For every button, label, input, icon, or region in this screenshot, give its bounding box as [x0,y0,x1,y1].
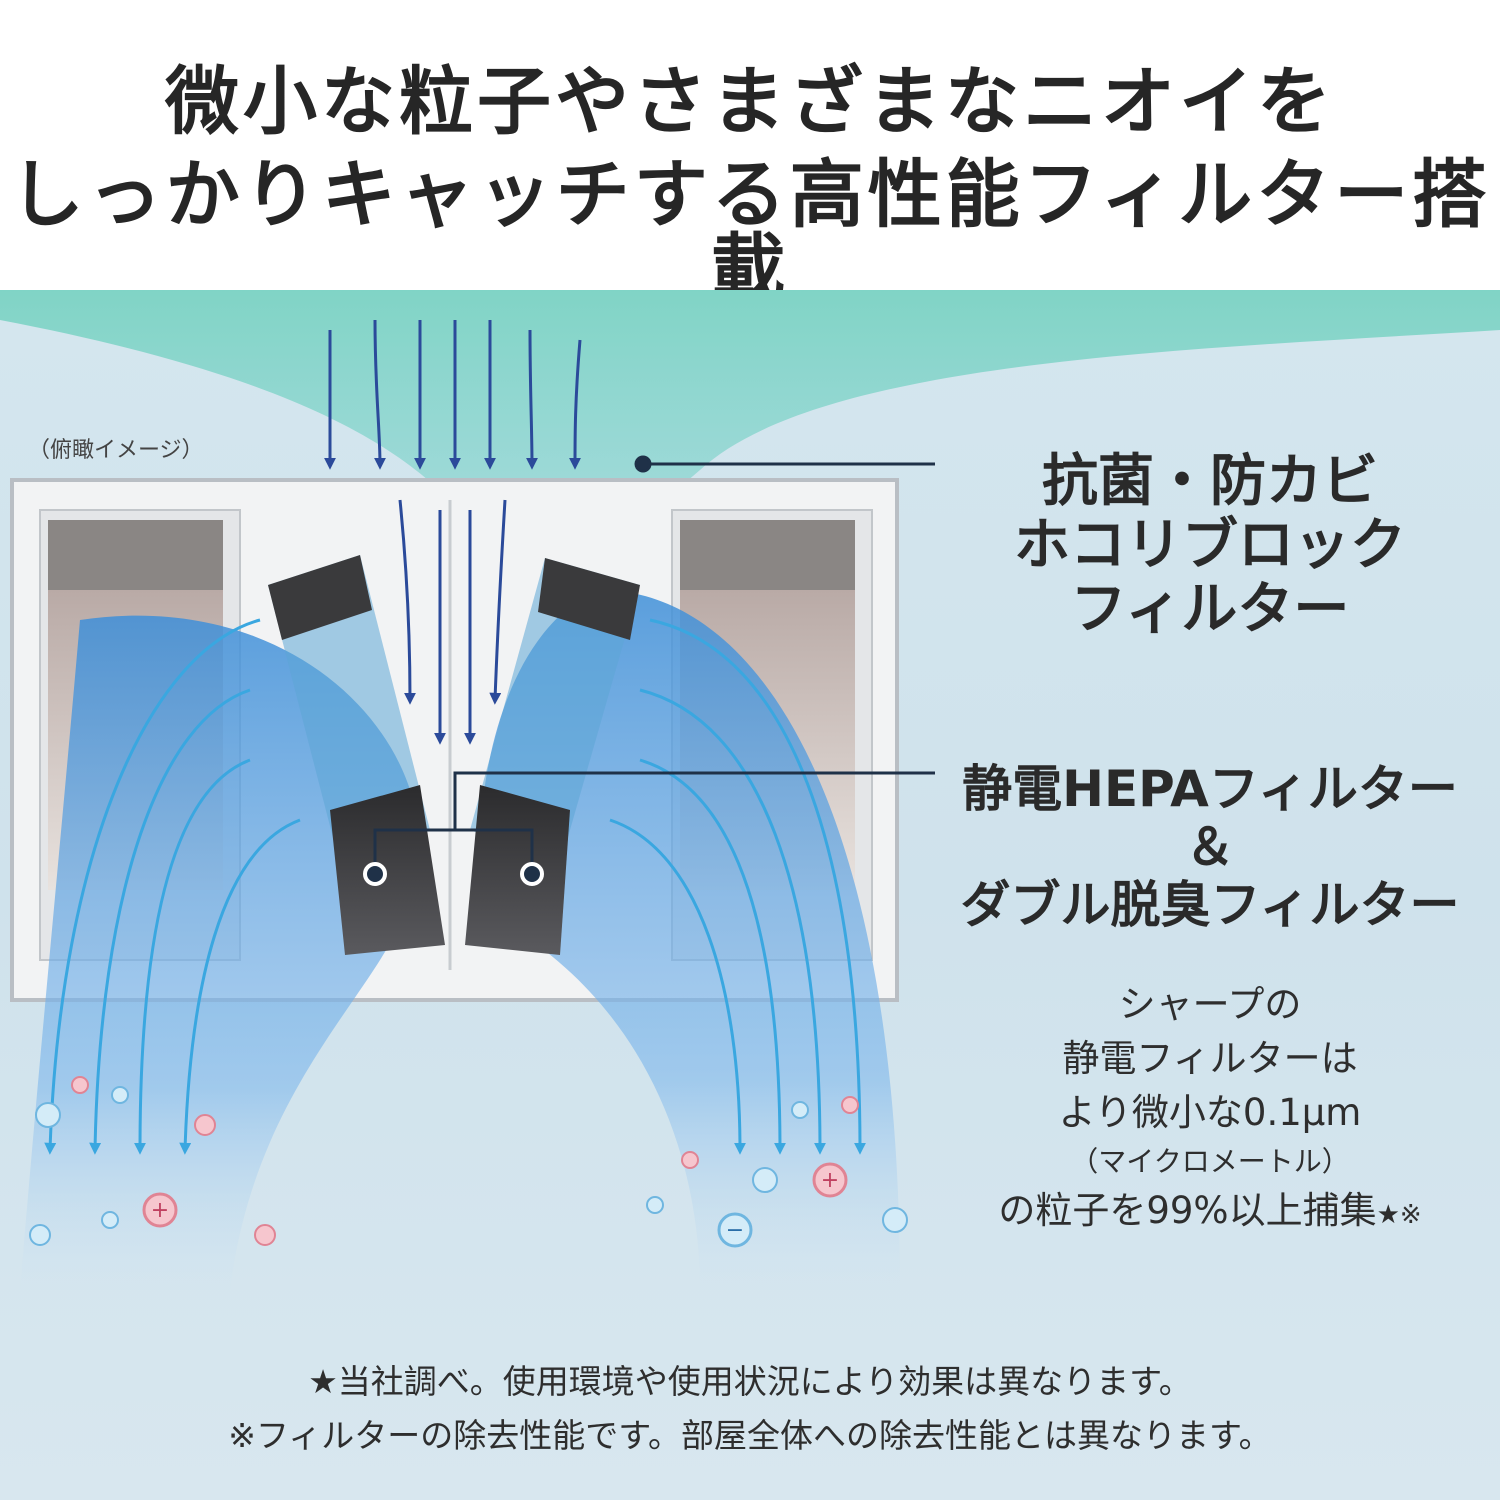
view-caption: （俯瞰イメージ） [28,438,204,463]
main-filter-label-line: ＆ [1185,818,1235,876]
note-line: 静電フィルターは [1062,1037,1358,1080]
note-line: より微小な0.1μm [1058,1091,1362,1134]
performance-note: シャープの 静電フィルターは より微小な0.1μm （マイクロメートル） の粒子… [940,978,1480,1242]
footnotes: ★当社調べ。使用環境や使用状況により効果は異なります。 ※フィルターの除去性能で… [0,1355,1500,1463]
note-line: （マイクロメートル） [1070,1145,1350,1178]
main-filter-label-line: 静電HEPAフィルター [962,760,1458,818]
outflow-arrows [44,618,866,1155]
headline-line-2: しっかりキャッチする高性能フィルター搭載 [9,152,1491,312]
header: 微小な粒子やさまざまなニオイを しっかりキャッチする高性能フィルター搭載 [0,0,1500,306]
ion-particles: + + − [29,1076,908,1248]
top-filter-label-line: 抗菌・防カビ [1042,449,1378,514]
note-line: シャープの [1118,983,1302,1026]
note-line-last: の粒子を99%以上捕集★※ [940,1184,1480,1242]
hepa-filters [268,555,640,955]
main-filter-label: 静電HEPAフィルター ＆ ダブル脱臭フィルター [950,760,1470,934]
leader-lines [363,455,935,886]
note-line: の粒子を99%以上捕集 [998,1189,1377,1232]
svg-text:−: − [726,1218,744,1243]
top-filter-label-line: ホコリブロック [1014,513,1406,578]
footnote-line: ※フィルターの除去性能です。部屋全体への除去性能とは異なります。 [228,1416,1272,1455]
svg-text:+: + [821,1168,839,1193]
top-filter-label-line: フィルター [1070,577,1350,642]
svg-text:+: + [151,1198,169,1223]
diagram-panel: + + − [0,290,1500,1500]
top-filter-label: 抗菌・防カビ ホコリブロック フィルター [1010,450,1410,642]
pre-filters [268,555,640,865]
inflow-arrows [324,319,582,745]
headline-line-1: 微小な粒子やさまざまなニオイを [165,59,1335,145]
air-purifier-diagram: + + − [0,290,1500,1290]
footnote-line: ★当社調べ。使用環境や使用状況により効果は異なります。 [308,1362,1192,1401]
main-filter-label-line: ダブル脱臭フィルター [960,876,1460,934]
note-marks: ★※ [1376,1200,1422,1230]
